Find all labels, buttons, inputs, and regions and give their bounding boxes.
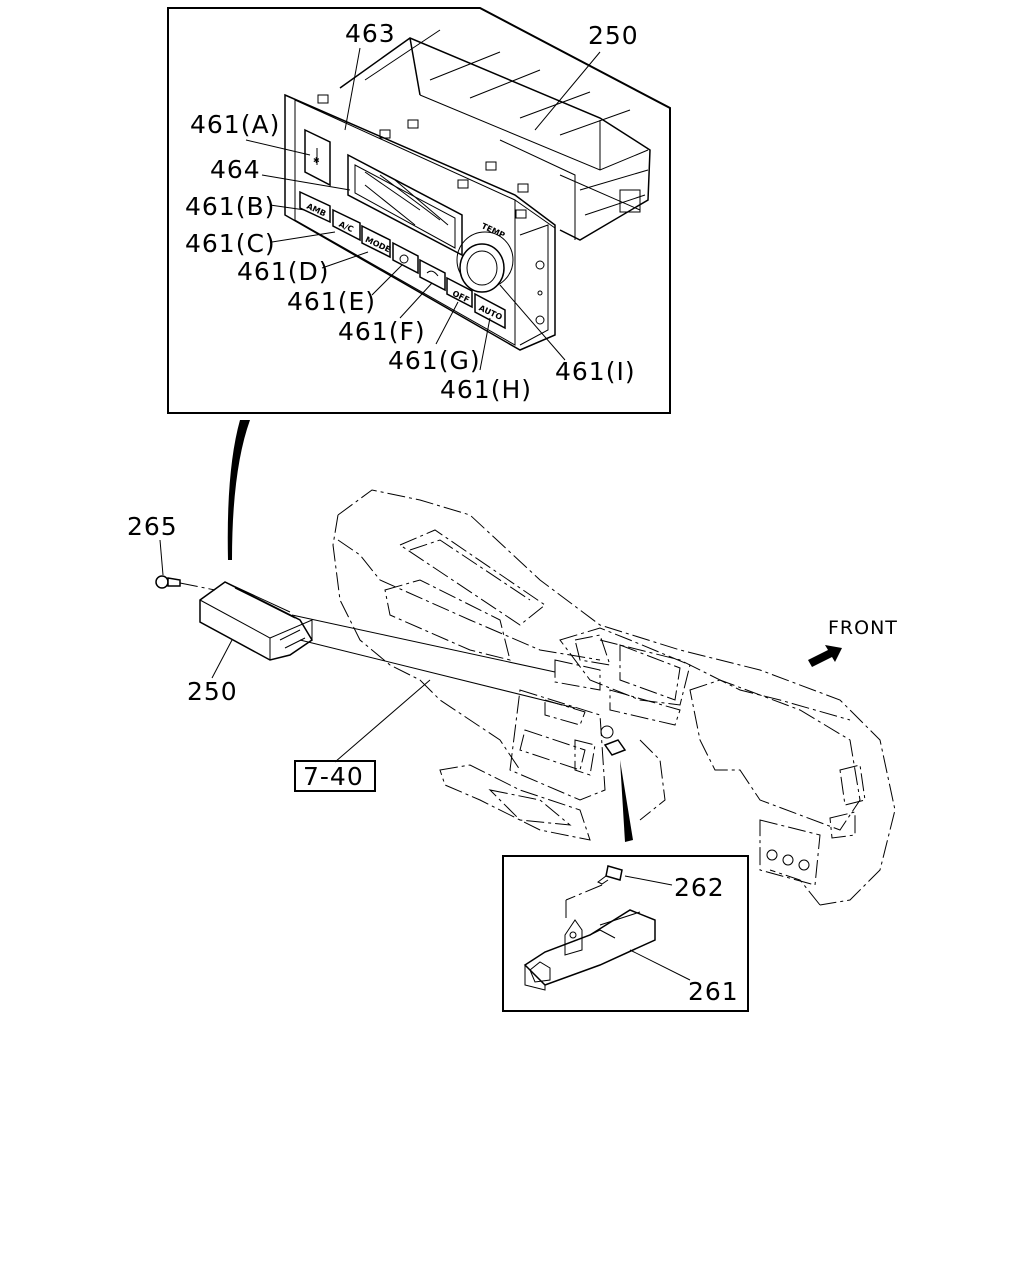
label-461f: 461(F): [338, 317, 426, 346]
label-464: 464: [210, 155, 261, 184]
label-461a: 461(A): [190, 110, 280, 139]
label-265: 265: [127, 512, 178, 541]
instrument-panel: [332, 489, 896, 906]
front-arrow-icon: [808, 645, 842, 667]
top-labels: 463 250 461(A) 464 461(B) 461(C) 461(D) …: [185, 19, 639, 404]
label-461h: 461(H): [440, 375, 532, 404]
screw-262: [565, 865, 673, 901]
label-front: FRONT: [828, 617, 898, 639]
button-461f-defrost: [419, 258, 446, 292]
leader-lines-top: [245, 47, 601, 371]
screw-265: [155, 539, 216, 591]
label-261: 261: [688, 977, 739, 1006]
label-250-lower: 250: [187, 677, 238, 706]
label-250-top: 250: [588, 21, 639, 50]
mount-tab: [457, 179, 469, 189]
switch-location-marker: [600, 725, 633, 842]
label-461c: 461(C): [185, 229, 276, 258]
lower-labels: 265 250 7-40 FRONT: [127, 512, 898, 792]
svg-text:✱: ✱: [313, 156, 320, 165]
label-463: 463: [345, 19, 396, 48]
button-461e-recirc: [392, 241, 419, 275]
leader-lines-lower: [211, 639, 431, 763]
display-panel: [347, 153, 463, 257]
mount-tab: [317, 94, 329, 104]
temp-knob: TEMP: [456, 221, 514, 293]
mount-tab: [407, 119, 419, 129]
detail-box-switch: 262 261: [502, 855, 749, 1012]
label-461d: 461(D): [237, 257, 329, 286]
button-461h-auto: AUTO: [474, 292, 506, 330]
button-461a-fan: ✱: [304, 128, 331, 187]
switch-261: [523, 900, 691, 991]
label-461b: 461(B): [185, 192, 275, 221]
mount-tab: [515, 209, 527, 219]
mount-tab: [379, 129, 391, 139]
button-461c-ac: A/C: [332, 208, 361, 242]
ref-7-40-box: [294, 760, 376, 792]
label-262: 262: [674, 873, 725, 902]
label-461i: 461(I): [555, 357, 636, 386]
label-461g: 461(G): [388, 346, 481, 375]
button-row: AMB A/C MODE OFF AUTO: [299, 190, 506, 330]
control-unit-exploded: [199, 581, 576, 709]
control-unit-housing: [339, 29, 651, 241]
detail-pointer-arc: [227, 420, 250, 560]
label-7-40: 7-40: [303, 762, 364, 791]
label-461e: 461(E): [287, 287, 376, 316]
mount-tab: [485, 161, 497, 171]
detail-box-control-unit: [167, 7, 671, 414]
mount-tab: [517, 183, 529, 193]
